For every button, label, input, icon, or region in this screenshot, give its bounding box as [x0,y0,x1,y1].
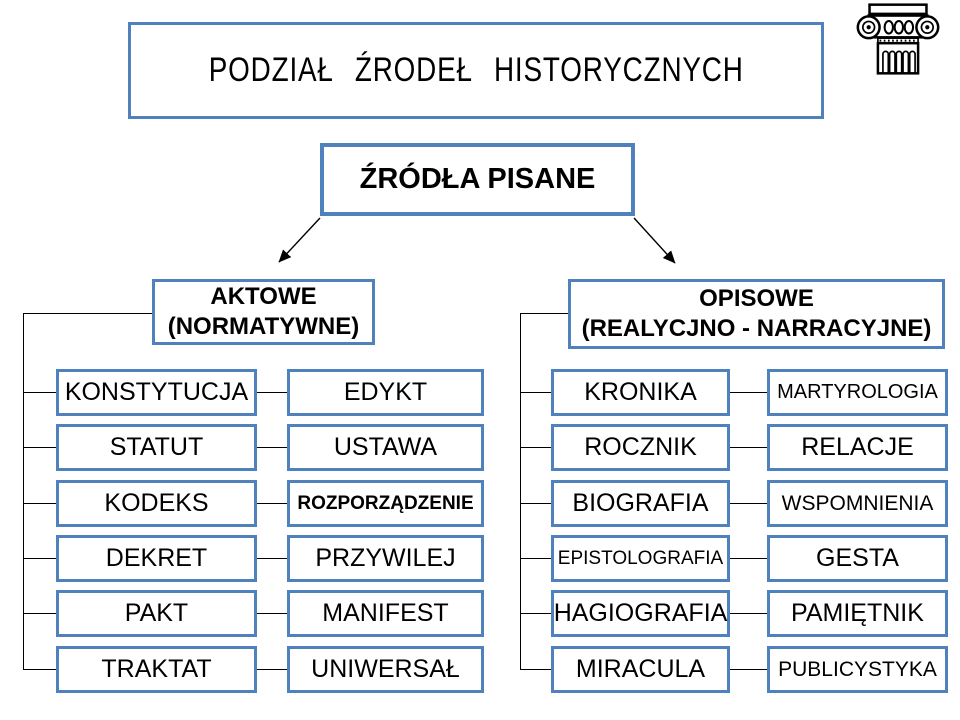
connector-line [23,503,56,504]
connector-line [23,613,56,614]
node-uniwersal: UNIWERSAŁ [287,646,484,693]
node-aktowe-label: AKTOWE (NORMATYWNE) [167,283,360,340]
node-opisowe: OPISOWE (REALYCJNO - NARRACYJNE) [568,279,945,349]
node-przywilej: PRZYWILEJ [287,535,484,582]
node-statut: STATUT [56,424,257,471]
node-kodeks: KODEKS [56,480,257,527]
node-ustawa: USTAWA [287,424,484,471]
connector-line [23,558,56,559]
connector-line [23,392,56,393]
node-konstytucja: KONSTYTUCJA [56,369,257,416]
connector-line [520,669,551,670]
node-dekret: DEKRET [56,535,257,582]
connector-line [520,558,551,559]
connector-line [520,613,551,614]
connector-line [257,447,287,448]
node-miracula: MIRACULA [551,646,730,693]
connector-line [730,669,767,670]
connector-line [23,447,56,448]
connector-line [257,613,287,614]
node-traktat: TRAKTAT [56,646,257,693]
connector-line [520,503,551,504]
connector-line [520,392,551,393]
connector-line [520,313,568,314]
connector-line [23,313,24,669]
node-martyrologia: MARTYROLOGIA [767,369,948,416]
node-pamietnik: PAMIĘTNIK [767,590,948,637]
connector-line [730,503,767,504]
connector-line [730,558,767,559]
connector-line [257,392,287,393]
connector-line [23,669,56,670]
node-publicystyka: PUBLICYSTYKA [767,646,948,693]
node-aktowe: AKTOWE (NORMATYWNE) [152,279,375,345]
connector-line [730,613,767,614]
node-hagiografia: HAGIOGRAFIA [551,590,730,637]
node-edykt: EDYKT [287,369,484,416]
connector-line [257,558,287,559]
node-wspomnienia: WSPOMNIENIA [767,480,948,527]
node-manifest: MANIFEST [287,590,484,637]
node-biografia: BIOGRAFIA [551,480,730,527]
node-zrodla-pisane: ŹRÓDŁA PISANE [320,143,635,216]
connector-line [730,447,767,448]
ionic-column-icon [856,3,940,75]
node-rozporzadzenie: ROZPORZĄDZENIE [287,480,484,527]
connector-line [23,313,152,314]
connector-line [730,392,767,393]
arrow-to-opisowe [633,217,676,264]
arrow-to-aktowe [278,217,321,263]
connector-line [257,669,287,670]
node-rocznik: ROCZNIK [551,424,730,471]
node-gesta: GESTA [767,535,948,582]
connector-line [520,313,521,669]
slide-title-box: PODZIAŁ ŹRODEŁ HISTORYCZNYCH [128,22,824,119]
connector-line [257,503,287,504]
node-kronika: KRONIKA [551,369,730,416]
node-zrodla-pisane-label: ŹRÓDŁA PISANE [359,163,596,195]
node-epistolografia: EPISTOLOGRAFIA [551,535,730,582]
connector-line [520,447,551,448]
node-opisowe-label: OPISOWE (REALYCJNO - NARRACYJNE) [581,285,932,342]
node-pakt: PAKT [56,590,257,637]
node-relacje: RELACJE [767,424,948,471]
slide-title: PODZIAŁ ŹRODEŁ HISTORYCZNYCH [208,51,744,89]
